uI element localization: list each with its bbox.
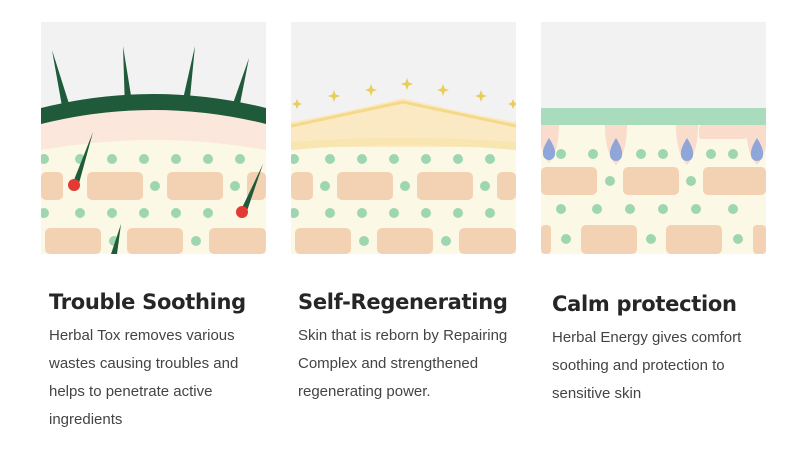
trouble-soothing-illustration <box>41 22 266 254</box>
herbal-thorns <box>52 46 249 114</box>
description-line: regenerating power. <box>298 383 431 400</box>
feature-description: Herbal Energy gives comfort soothing and… <box>552 324 787 408</box>
regenerating-glow <box>291 98 516 147</box>
feature-description: Skin that is reborn by Repairing Complex… <box>298 322 533 406</box>
description-line: Complex and strengthened <box>298 355 479 372</box>
description-line: Herbal Energy gives comfort <box>552 329 742 346</box>
calm-protection-illustration <box>541 22 766 254</box>
herbal-barrier <box>41 94 266 124</box>
description-line: Skin that is reborn by Repairing <box>298 327 508 344</box>
skin-cells <box>541 167 766 254</box>
skin-dots <box>556 149 743 244</box>
self-regenerating-caption: Self-Regenerating Skin that is reborn by… <box>298 290 533 406</box>
skin-cells <box>41 172 266 254</box>
description-line: Herbal Tox removes various <box>49 327 235 344</box>
calm-protection-caption: Calm protection Herbal Energy gives comf… <box>552 292 787 408</box>
description-line: ingredients <box>49 411 123 428</box>
skin-cells <box>291 172 516 254</box>
feature-title: Trouble Soothing <box>49 290 246 314</box>
soothed-layer <box>41 104 266 150</box>
trouble-spots <box>68 132 263 254</box>
protection-band <box>541 108 766 125</box>
skin-dots <box>291 154 495 246</box>
description-line: sensitive skin <box>552 385 642 402</box>
self-regenerating-illustration <box>291 22 516 254</box>
feature-title: Calm protection <box>552 292 737 316</box>
feature-description: Herbal Tox removes various wastes causin… <box>49 322 284 434</box>
trouble-soothing-caption: Trouble Soothing Herbal Tox removes vari… <box>49 290 284 434</box>
water-droplets <box>541 125 766 165</box>
sparkles <box>292 78 516 109</box>
description-line: wastes causing troubles and <box>49 355 239 372</box>
feature-title: Self-Regenerating <box>298 290 508 314</box>
description-line: helps to penetrate active <box>49 383 213 400</box>
description-line: soothing and protection to <box>552 357 725 374</box>
